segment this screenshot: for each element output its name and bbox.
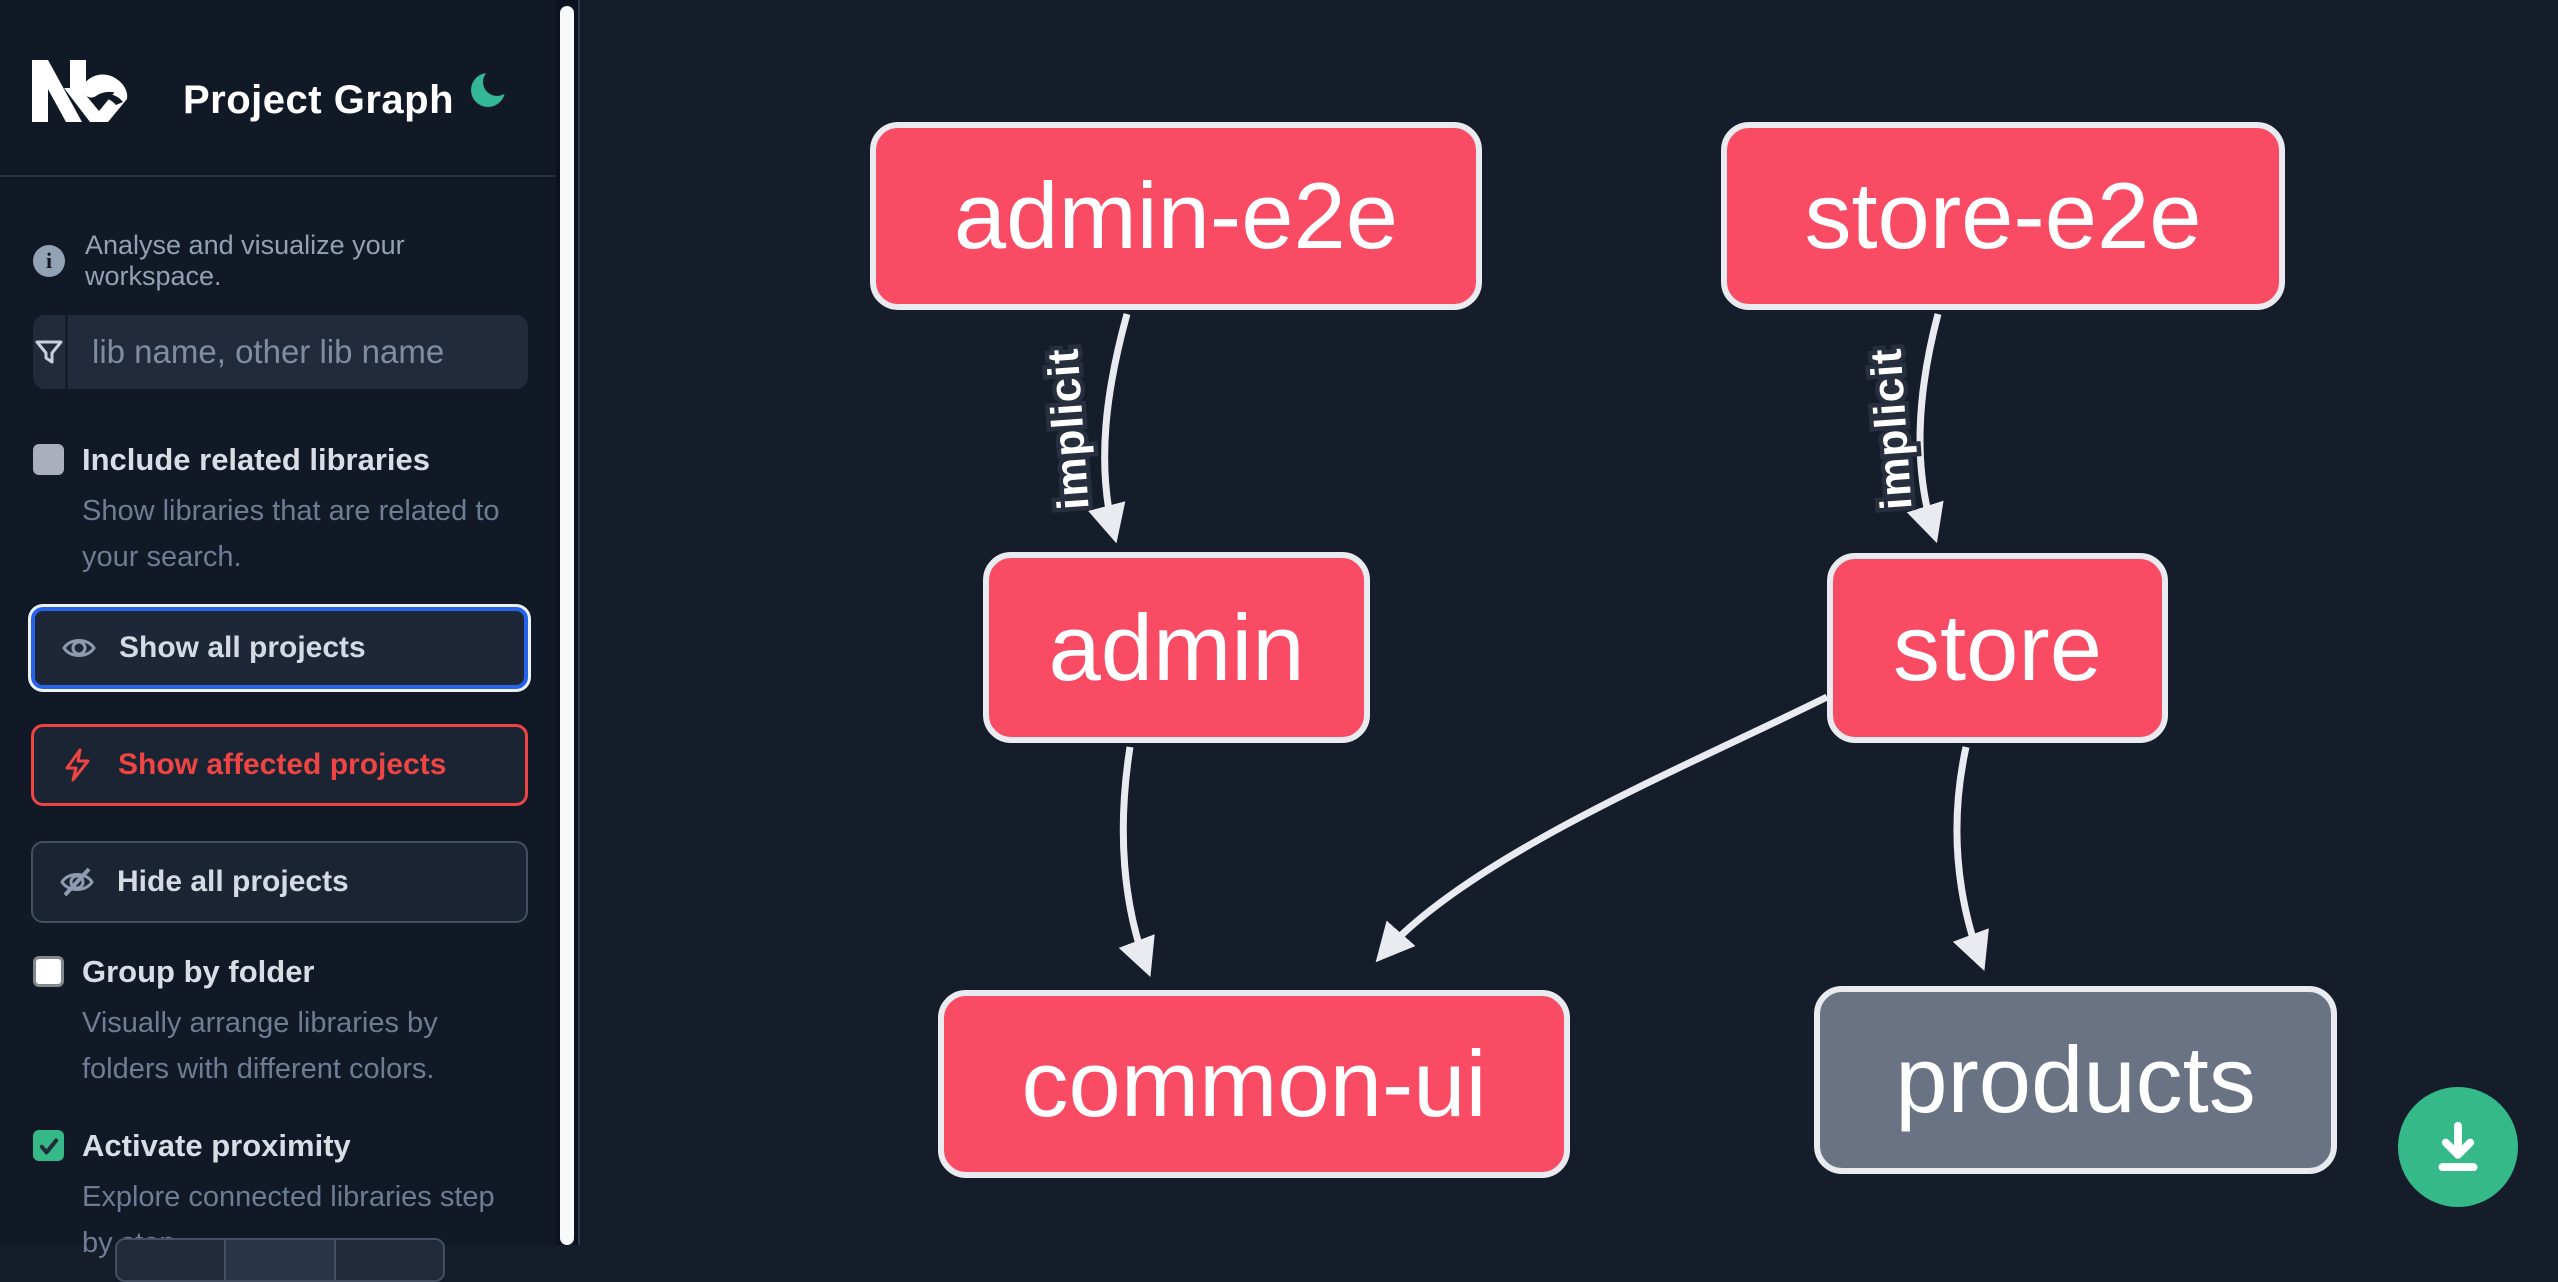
activate-proximity-label: Activate proximity [82,1128,351,1164]
show-affected-projects-label: Show affected projects [118,748,446,782]
nx-logo [30,58,130,124]
workspace-tagline-row: i Analyse and visualize your workspace. [33,230,533,292]
include-related-label: Include related libraries [82,442,430,478]
sidebar-scrollbar-thumb[interactable] [560,6,574,1245]
project-filter-box [33,315,528,389]
graph-node-products[interactable]: products [1814,986,2337,1174]
info-icon: i [33,245,65,277]
hide-all-projects-button[interactable]: Hide all projects [31,841,528,923]
stepper-decrement[interactable] [117,1240,226,1280]
show-all-projects-label: Show all projects [119,631,366,665]
edge-admin-e2e-to-admin [1105,314,1127,534]
workspace-tagline: Analyse and visualize your workspace. [85,230,533,292]
graph-node-common-ui[interactable]: common-ui [938,990,1570,1178]
bolt-icon [60,747,96,783]
header-divider [0,175,557,177]
edge-admin-to-common-ui [1123,747,1147,968]
sidebar-scrollbar[interactable] [556,0,578,1245]
show-affected-projects-button[interactable]: Show affected projects [31,724,528,806]
graph-node-store[interactable]: store [1827,553,2168,743]
include-related-description: Show libraries that are related to your … [82,488,500,580]
check-icon [37,1134,61,1158]
graph-node-admin-e2e[interactable]: admin-e2e [870,122,1482,310]
edge-store-to-products [1957,747,1981,962]
graph-node-admin[interactable]: admin [983,552,1370,743]
group-by-folder-description: Visually arrange libraries by folders wi… [82,1000,500,1092]
group-by-folder-checkbox[interactable] [33,956,64,987]
stepper-value [226,1240,335,1280]
sidebar-header: Project Graph [0,0,560,176]
project-filter-input[interactable] [68,315,541,389]
stepper-increment[interactable] [336,1240,443,1280]
include-related-checkbox[interactable] [33,444,64,475]
edge-label-implicit-left: implicit [1038,346,1098,511]
download-icon [2429,1118,2487,1176]
canvas-left-border [578,0,580,1245]
group-by-folder-label: Group by folder [82,954,315,990]
funnel-icon [33,315,68,389]
app-title: Project Graph [183,78,454,123]
edge-label-implicit-right: implicit [1861,346,1921,511]
group-by-folder-option: Group by folder Visually arrange librari… [33,956,533,1116]
theme-toggle-moon-icon[interactable] [466,64,514,112]
download-graph-button[interactable] [2398,1087,2518,1207]
show-all-projects-button[interactable]: Show all projects [31,607,528,689]
edge-store-e2e-to-store [1920,314,1938,534]
include-related-option: Include related libraries Show libraries… [33,444,533,604]
eye-icon [61,630,97,666]
eye-off-icon [59,864,95,900]
activate-proximity-checkbox[interactable] [33,1130,64,1161]
sidebar: Project Graph i Analyse and visualize yo… [0,0,560,1245]
graph-node-store-e2e[interactable]: store-e2e [1721,122,2285,310]
edge-store-to-common-ui [1382,697,1827,955]
hide-all-projects-label: Hide all projects [117,865,349,899]
